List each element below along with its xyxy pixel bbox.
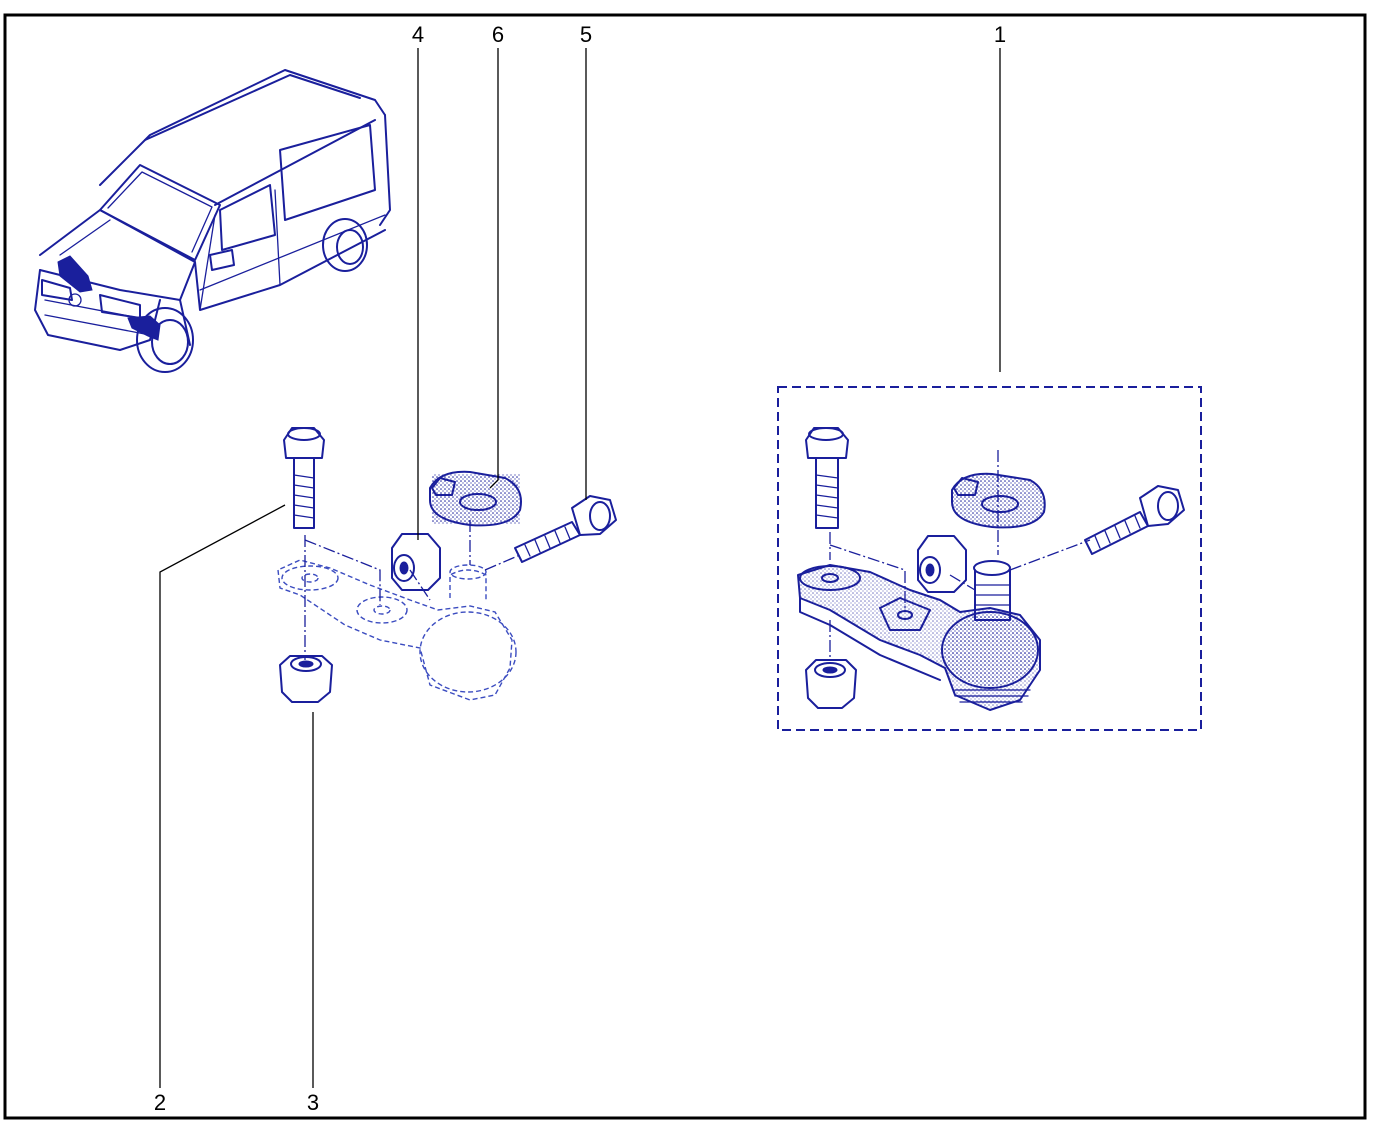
washer-tab — [429, 470, 522, 527]
callout-5: 5 — [580, 22, 592, 47]
van-illustration — [34, 69, 391, 373]
callout-2: 2 — [154, 1090, 166, 1115]
ball-joint-exploded — [277, 427, 617, 703]
highlight-part-left — [57, 255, 93, 293]
bolt-vertical — [283, 427, 325, 529]
ball-joint-kit — [777, 386, 1202, 731]
nut-bottom — [279, 655, 333, 703]
callout-numbers: 1 2 3 4 5 6 — [154, 22, 1006, 1115]
bolt-horizontal — [514, 495, 617, 563]
nut-side — [391, 533, 441, 591]
leader-6 — [489, 48, 499, 489]
leader-2 — [159, 504, 286, 1088]
callout-1: 1 — [994, 22, 1006, 47]
diagram-frame — [3, 13, 1367, 1120]
callout-6: 6 — [492, 22, 504, 47]
leader-lines — [159, 48, 1001, 1088]
highlight-part-right — [127, 315, 161, 341]
callout-4: 4 — [412, 22, 424, 47]
kit-box — [777, 386, 1202, 731]
callout-3: 3 — [307, 1090, 319, 1115]
